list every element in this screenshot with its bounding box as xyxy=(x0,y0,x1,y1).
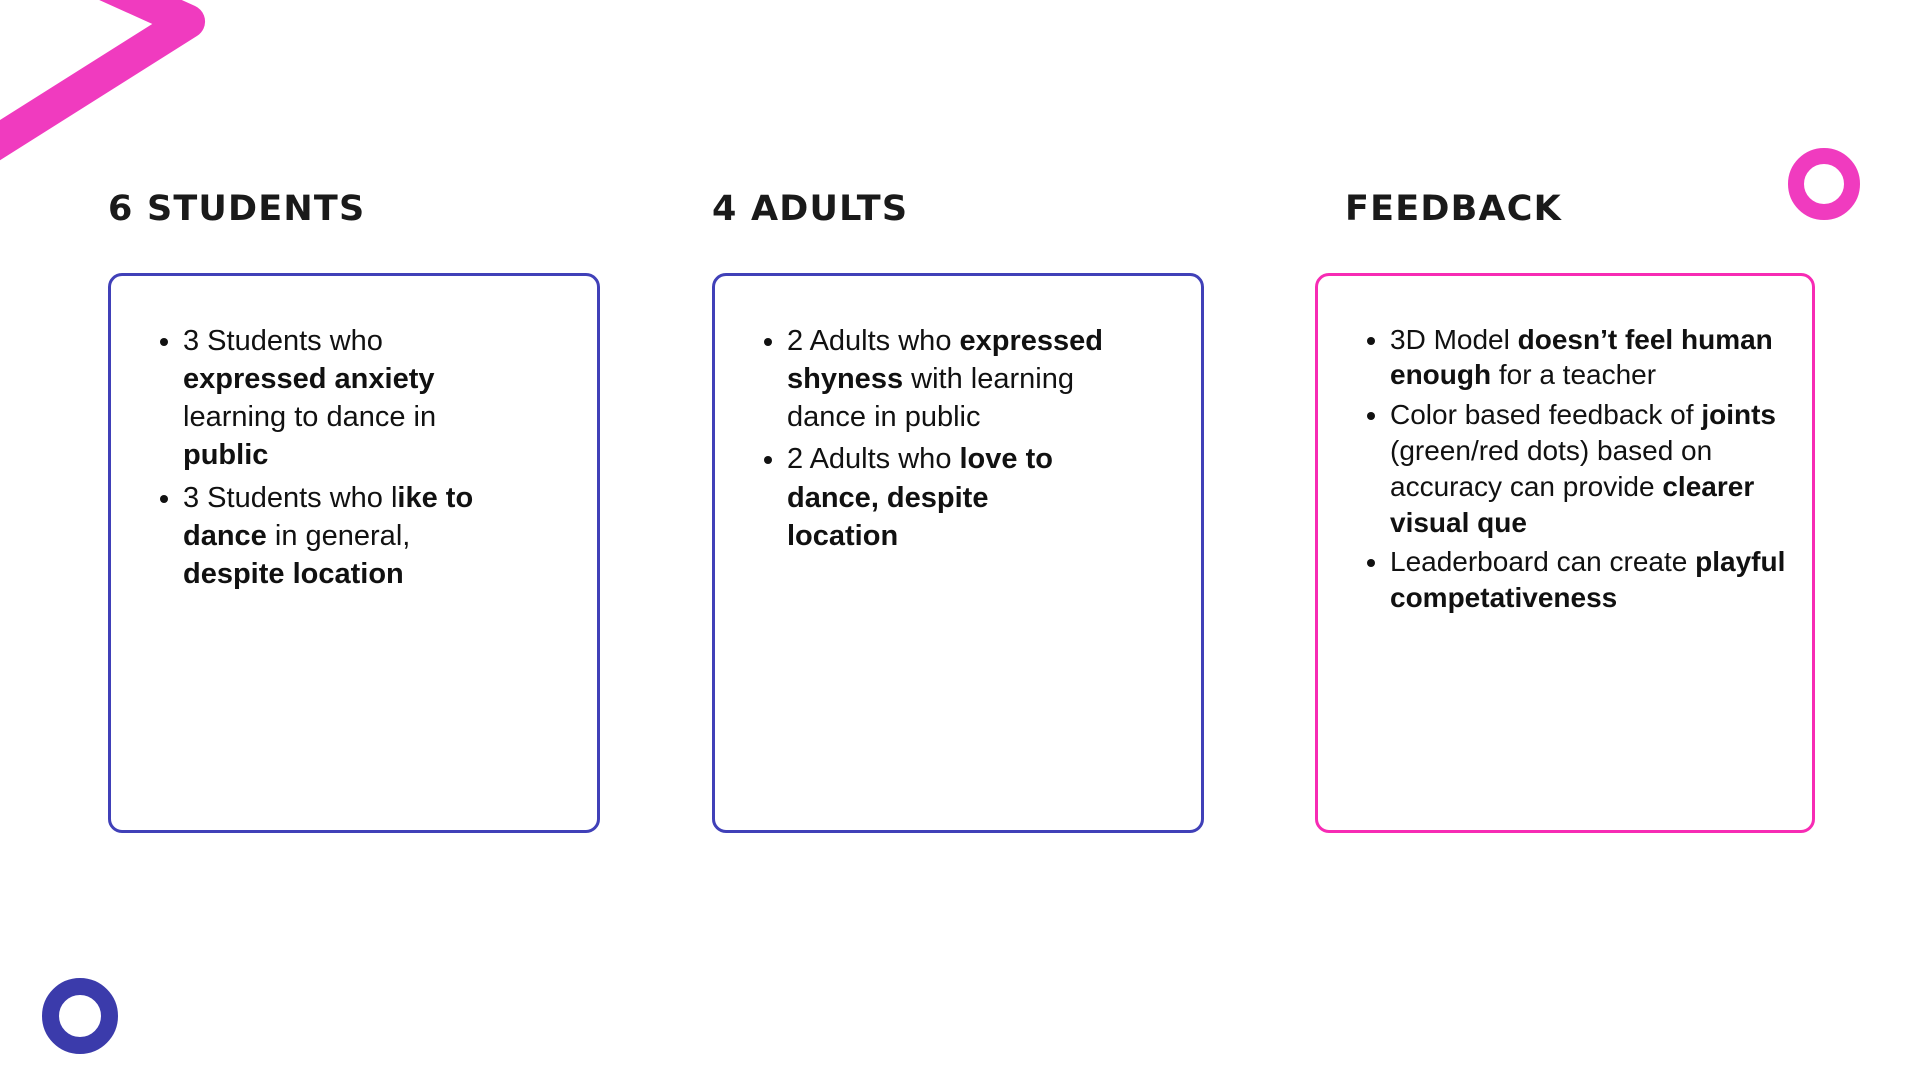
body-text: learning to dance in xyxy=(183,401,437,434)
body-text: 3 Students who l xyxy=(183,481,398,514)
body-text: (green/red dots) based on accuracy can p… xyxy=(1390,434,1713,502)
body-text: in general, xyxy=(266,519,411,552)
body-text: with learning dance in public xyxy=(787,362,1074,434)
emphasis-text: clearer visual que xyxy=(1390,470,1755,538)
bullet-list-students: 3 Students who expressed anxiety learnin… xyxy=(137,322,483,594)
list-item: 3D Model doesn’t feel human enough for a… xyxy=(1390,322,1786,394)
list-item: 3 Students who expressed anxiety learnin… xyxy=(183,322,483,475)
card-adults: 2 Adults who expressed shyness with lear… xyxy=(712,272,1204,833)
emphasis-text: ike to dance xyxy=(183,481,474,552)
body-text: Color based feedback of xyxy=(1390,399,1702,431)
card-students: 3 Students who expressed anxiety learnin… xyxy=(108,272,600,833)
bullet-list-feedback: 3D Model doesn’t feel human enough for a… xyxy=(1344,322,1786,617)
body-text: 2 Adults who xyxy=(787,324,960,357)
emphasis-text: doesn’t feel human enough xyxy=(1390,323,1773,391)
emphasis-text: expressed anxiety xyxy=(183,362,435,395)
emphasis-text: playful competativeness xyxy=(1390,546,1786,614)
list-item: 3 Students who like to dance in general,… xyxy=(183,479,483,594)
emphasis-text: expressed shyness xyxy=(787,324,1103,395)
emphasis-text: public xyxy=(183,439,269,472)
card-feedback: 3D Model doesn’t feel human enough for a… xyxy=(1315,272,1815,833)
emphasis-text: joints xyxy=(1701,399,1776,431)
body-text: for a teacher xyxy=(1491,359,1657,391)
column-adults: 4 ADULTS 2 Adults who expressed shyness … xyxy=(712,190,1212,833)
column-feedback: FEEDBACK 3D Model doesn’t feel human eno… xyxy=(1315,190,1815,833)
column-title-adults: 4 ADULTS xyxy=(712,189,909,229)
column-students: 6 STUDENTS 3 Students who expressed anxi… xyxy=(108,190,608,833)
list-item: Color based feedback of joints (green/re… xyxy=(1390,397,1786,540)
column-title-students: 6 STUDENTS xyxy=(108,189,366,229)
list-item: 2 Adults who expressed shyness with lear… xyxy=(787,322,1107,437)
list-item: 2 Adults who love to dance, despite loca… xyxy=(787,440,1107,555)
list-item: Leaderboard can create playful competati… xyxy=(1390,544,1786,616)
bullet-list-adults: 2 Adults who expressed shyness with lear… xyxy=(741,322,1107,556)
emphasis-text: despite location xyxy=(183,558,404,591)
body-text: 3D Model xyxy=(1390,323,1518,355)
body-text: Leaderboard can create xyxy=(1390,546,1696,578)
emphasis-text: love to dance, despite location xyxy=(787,443,1053,552)
body-text: 3 Students who xyxy=(183,324,383,357)
column-title-feedback: FEEDBACK xyxy=(1345,189,1562,229)
body-text: 2 Adults who xyxy=(787,443,960,476)
